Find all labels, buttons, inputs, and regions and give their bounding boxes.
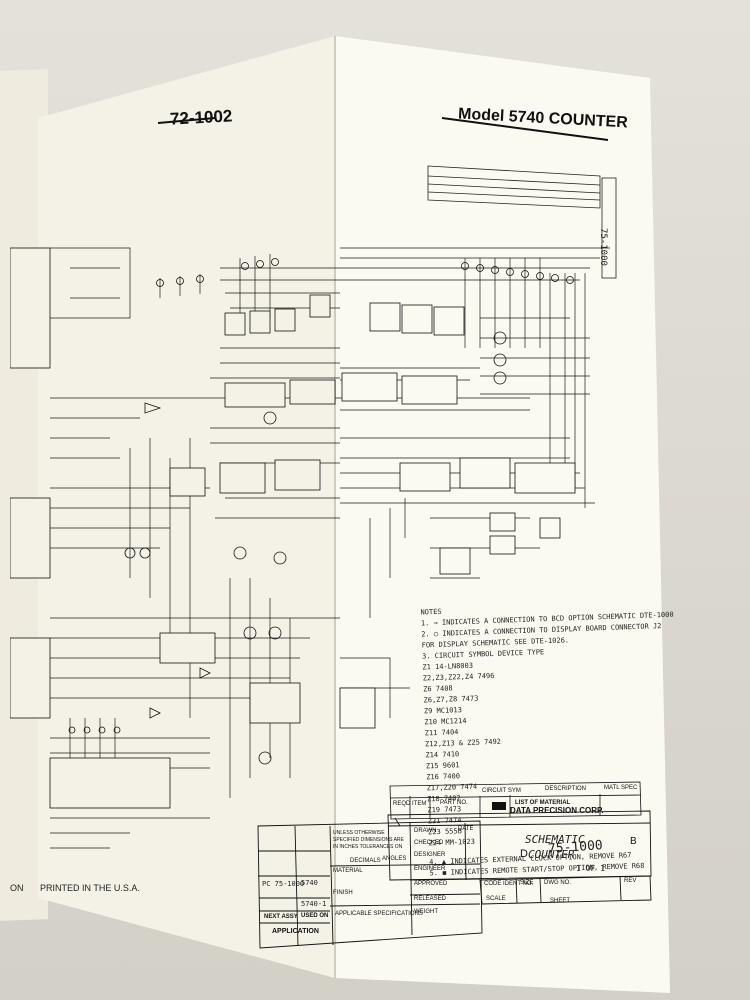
- label-sheet: SHEET: [550, 898, 571, 904]
- gates-right: [461, 262, 574, 385]
- label-drawn: DRAWN: [414, 828, 437, 834]
- revision-block: [427, 165, 617, 279]
- drawing-title-line1: SCHEMATIC: [525, 833, 585, 846]
- printed-in-usa: PRINTED IN THE U.S.A.: [40, 883, 140, 893]
- bom-col-partno: PART NO.: [440, 800, 468, 806]
- title-block: [257, 810, 652, 949]
- drawing-size: D: [520, 848, 528, 860]
- label-scale: SCALE: [486, 896, 506, 902]
- components-left: [68, 258, 287, 765]
- schematic-sheet: 72-1002 Model 5740 COUNTER 75-1000 NOTES…: [10, 18, 674, 993]
- label-checked: CHECKED: [414, 840, 444, 846]
- label-code-ident: CODE IDENT NO.: [484, 881, 534, 887]
- label-angles: ANGLES: [382, 856, 407, 862]
- next-assy-value: PC 75-1000: [262, 880, 305, 888]
- label-used-on: USED ON: [301, 913, 329, 919]
- bom-header: LIST OF MATERIAL: [515, 800, 571, 806]
- ic-blocks-left: [10, 247, 336, 809]
- label-approved: APPROVED: [414, 881, 448, 887]
- label-date: DATE: [458, 826, 474, 832]
- doc-number: 72-1002: [169, 106, 233, 129]
- label-rev: REV: [624, 878, 637, 884]
- label-next-assy: NEXT ASSY: [264, 914, 298, 920]
- label-weight: WEIGHT: [414, 909, 438, 915]
- bom-block: [389, 781, 642, 820]
- wiring-left: [50, 247, 340, 849]
- company-name: DATA PRECISION CORP.: [510, 806, 604, 815]
- label-material: MATERIAL: [333, 868, 363, 874]
- bom-col-matlspec: MATL SPEC: [604, 785, 638, 791]
- side-drawing-number: 75-1000: [598, 228, 608, 266]
- label-decimals: DECIMALS: [350, 858, 381, 864]
- label-designer: DESIGNER: [414, 852, 446, 858]
- drawing-title-line2: COUNTER: [528, 848, 575, 861]
- label-tolerances: UNLESS OTHERWISE SPECIFIED DIMENSIONS AR…: [333, 830, 404, 850]
- label-application: APPLICATION: [272, 928, 319, 935]
- bom-col-description: DESCRIPTION: [545, 786, 587, 792]
- sheet-number: 1 OF 1: [576, 864, 605, 873]
- left-panel: [38, 36, 335, 978]
- used-on-value: 5740: [301, 879, 318, 887]
- label-finish: FINISH: [333, 890, 353, 896]
- label-applicable-specs: APPLICABLE SPECIFICATIONS: [335, 911, 423, 917]
- bom-col-circuitsym: CIRCUIT SYM: [482, 788, 521, 794]
- bom-col-item: ITEM: [412, 801, 427, 807]
- company-logo: [492, 802, 506, 810]
- used-on-value: 5740-1: [301, 900, 327, 908]
- schematic-drawing: [10, 36, 670, 993]
- drawing-rev: B: [630, 836, 637, 847]
- label-dwg-no: DWG NO.: [544, 880, 571, 886]
- label-engineer: ENGINEER: [414, 866, 446, 872]
- printed-prefix: ON: [10, 883, 24, 893]
- label-released: RELEASED: [414, 896, 447, 902]
- wiring-right: [340, 247, 610, 718]
- label-size: SIZE: [520, 880, 534, 886]
- bom-col-reqd: REQD: [393, 801, 411, 807]
- ic-blocks-right: [339, 302, 576, 729]
